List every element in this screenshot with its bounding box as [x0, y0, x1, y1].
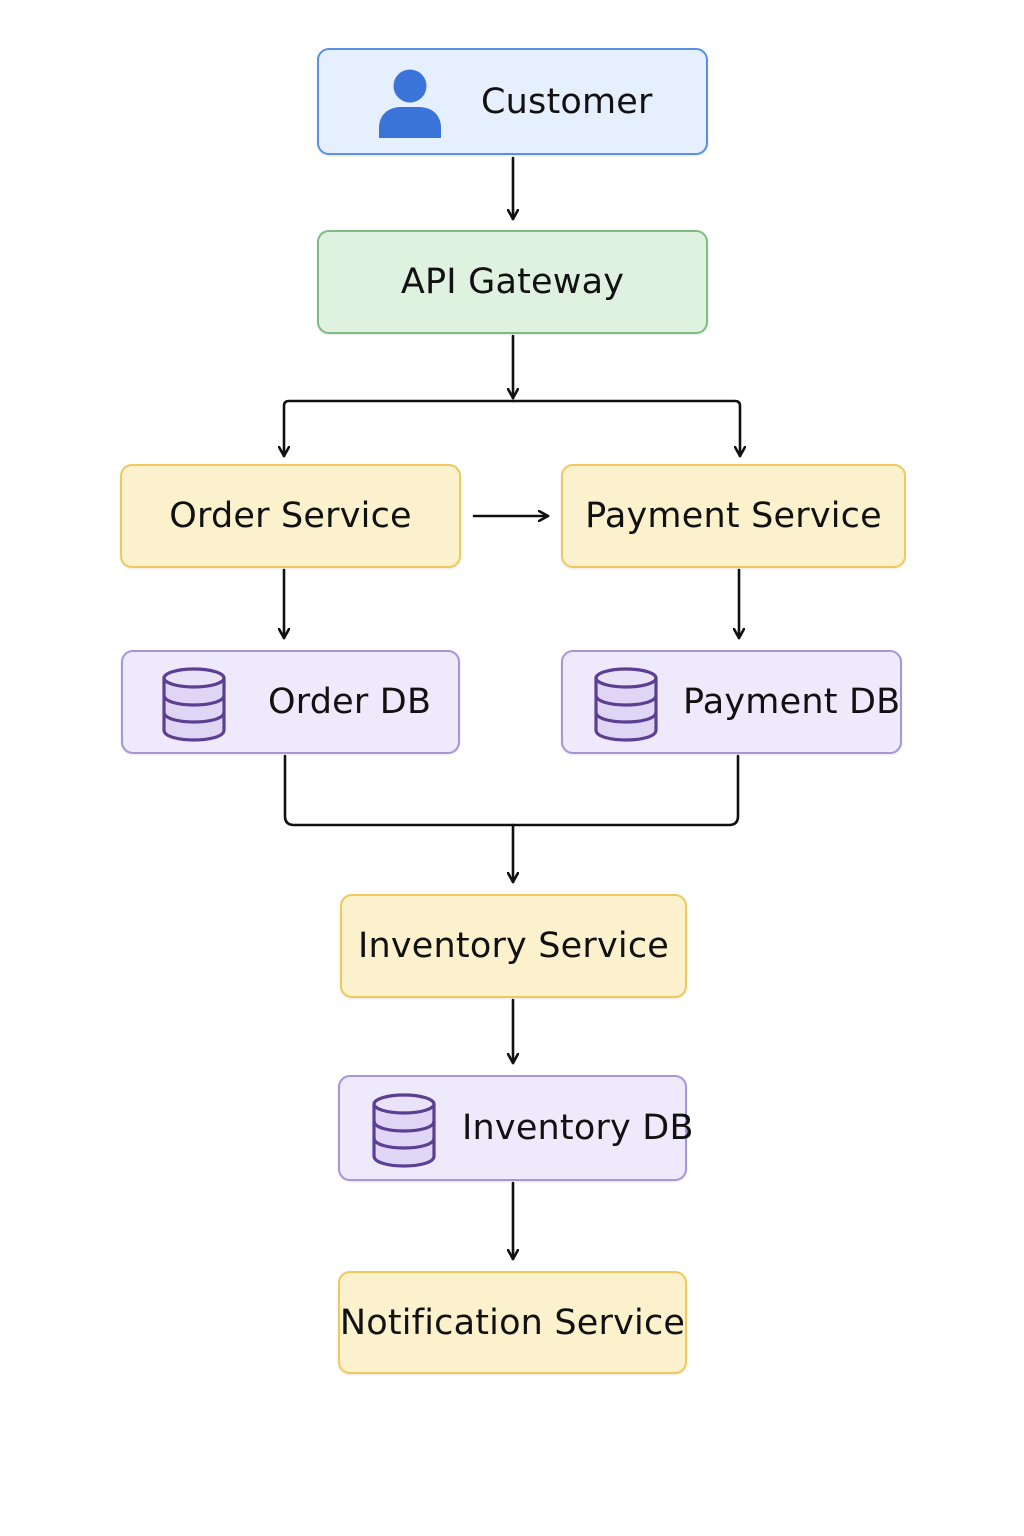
api-gateway-node[interactable]: API Gateway [317, 230, 708, 334]
inventory-service-label: Inventory Service [357, 926, 670, 966]
notification-service-node[interactable]: Notification Service [338, 1271, 687, 1374]
inventory-service-node[interactable]: Inventory Service [340, 894, 687, 998]
database-icon [372, 1093, 436, 1168]
api-gateway-label: API Gateway [400, 262, 625, 302]
order-service-node[interactable]: Order Service [120, 464, 461, 568]
customer-label: Customer [481, 81, 653, 122]
customer-node[interactable]: Customer [317, 48, 708, 155]
order-service-label: Order Service [169, 496, 412, 536]
order-db-label: Order DB [268, 682, 432, 722]
order-db-node[interactable]: Order DB [121, 650, 460, 754]
database-icon [162, 667, 226, 742]
database-icon [594, 667, 658, 742]
edge-order-db-merge [283, 754, 515, 827]
inventory-db-node[interactable]: Inventory DB [338, 1075, 693, 1181]
edge-gateway-to-payment-service [511, 399, 740, 458]
edge-gateway-to-order-service [284, 399, 515, 458]
payment-service-label: Payment Service [585, 496, 882, 536]
payment-db-node[interactable]: Payment DB [561, 650, 902, 754]
payment-db-label: Payment DB [683, 682, 901, 722]
inventory-db-label: Inventory DB [462, 1108, 694, 1148]
notification-service-label: Notification Service [339, 1302, 686, 1343]
edge-payment-db-merge [511, 754, 740, 827]
user-icon [379, 69, 441, 138]
payment-service-node[interactable]: Payment Service [561, 464, 906, 568]
